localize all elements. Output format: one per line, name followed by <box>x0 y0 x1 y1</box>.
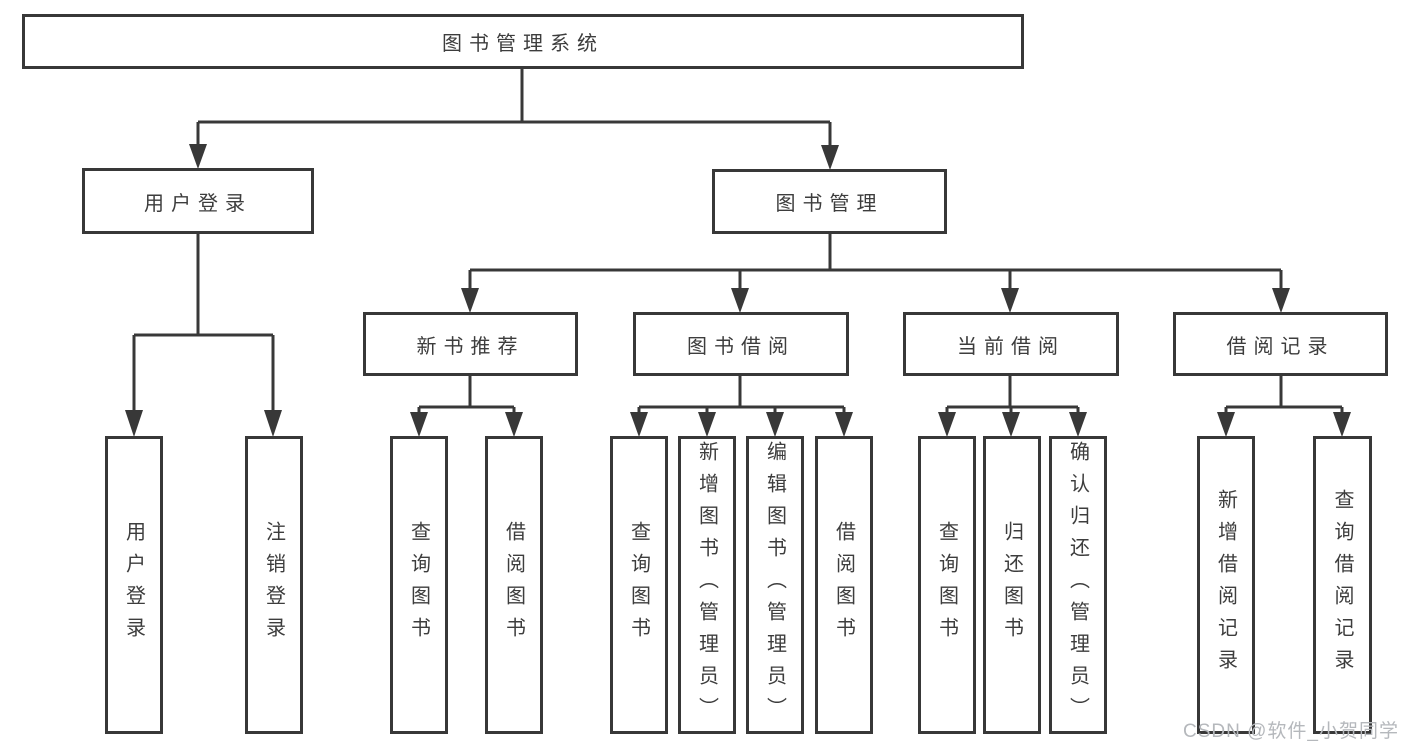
node-borrowing-records: 借阅记录 <box>1173 312 1388 376</box>
leaf-return-books: 归还图书 <box>983 436 1041 734</box>
node-library-management-system: 图书管理系统 <box>22 14 1024 69</box>
leaf-confirm-return-admin: 确认归还（管理员） <box>1049 436 1107 734</box>
node-new-book-recommendation: 新书推荐 <box>363 312 578 376</box>
leaf-edit-books-admin: 编辑图书（管理员） <box>746 436 804 734</box>
leaf-logout: 注销登录 <box>245 436 303 734</box>
node-user-login: 用户登录 <box>82 168 314 234</box>
leaf-user-login: 用户登录 <box>105 436 163 734</box>
leaf-add-borrow-record: 新增借阅记录 <box>1197 436 1255 734</box>
node-current-borrowing: 当前借阅 <box>903 312 1119 376</box>
leaf-borrow-books-recommend: 借阅图书 <box>485 436 543 734</box>
leaf-query-books-recommend: 查询图书 <box>390 436 448 734</box>
leaf-query-books-borrow: 查询图书 <box>610 436 668 734</box>
leaf-query-borrow-record: 查询借阅记录 <box>1313 436 1372 734</box>
leaf-add-books-admin: 新增图书（管理员） <box>678 436 736 734</box>
node-book-management: 图书管理 <box>712 169 947 234</box>
leaf-borrow-books: 借阅图书 <box>815 436 873 734</box>
csdn-watermark: CSDN @软件_小贺同学 <box>1183 721 1399 742</box>
leaf-query-books-current: 查询图书 <box>918 436 976 734</box>
node-book-borrowing: 图书借阅 <box>633 312 849 376</box>
